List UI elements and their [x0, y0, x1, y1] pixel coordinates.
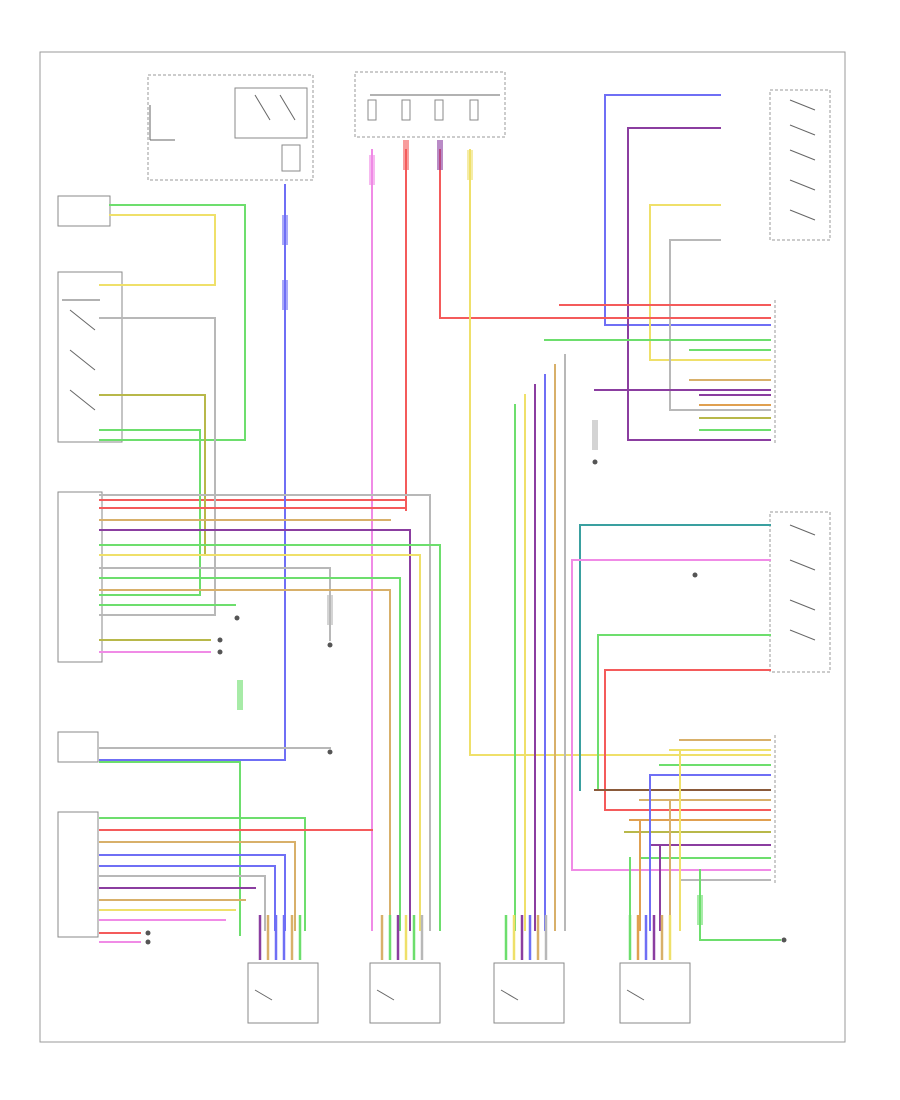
left-front-motor: [247, 962, 319, 1024]
inline-connectors: [237, 140, 703, 925]
right-switch-stack: [769, 89, 831, 673]
top-left-module: [147, 74, 314, 181]
ground-symbol: [145, 930, 151, 936]
wires-driver-switch: [99, 817, 373, 943]
ground-symbol: [592, 459, 598, 465]
wires-center-trunk: [99, 149, 771, 931]
fuse-block: [354, 71, 506, 138]
ground-symbol: [217, 637, 223, 643]
ground-symbol: [234, 615, 240, 621]
right-front-motor: [369, 962, 441, 1024]
window-motors: [247, 962, 691, 1024]
right-rear-motor: [619, 962, 691, 1024]
ground-points: [145, 459, 787, 945]
ground-symbol: [217, 649, 223, 655]
connector-pins: [258, 915, 672, 960]
ground-symbol: [692, 572, 698, 578]
wires-right-upper: [439, 94, 771, 441]
ground-symbol: [781, 937, 787, 943]
ground-symbol: [327, 642, 333, 648]
diagram-border: [39, 51, 846, 1043]
left-rear-motor: [493, 962, 565, 1024]
wires-right-lower: [514, 354, 781, 941]
wires-passenger-switch: [99, 494, 441, 936]
left-switch-stack: [57, 195, 123, 938]
ground-symbol: [145, 939, 151, 945]
ground-symbol: [327, 749, 333, 755]
